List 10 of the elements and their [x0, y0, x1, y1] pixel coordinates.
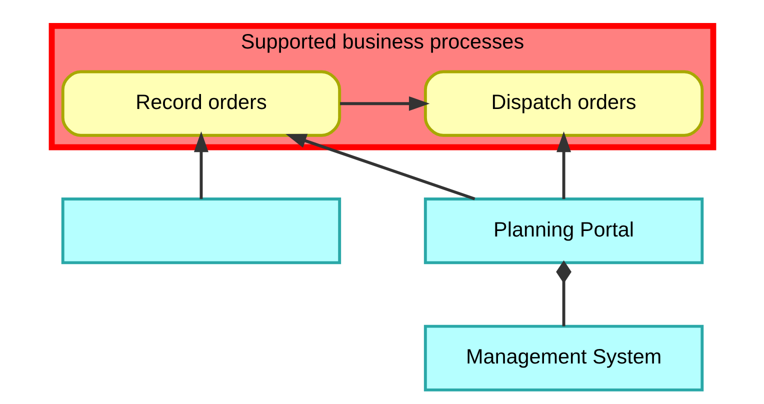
arrow: [556, 131, 571, 199]
arrow: [193, 131, 208, 199]
node-box: [60, 198, 341, 264]
node-box: Dispatch orders: [423, 70, 704, 137]
arrow: [285, 134, 475, 200]
node-box: Record orders: [60, 70, 341, 137]
node-box: Planning Portal: [423, 198, 704, 264]
node-box: Management System: [423, 324, 704, 392]
arrow: [340, 96, 430, 111]
connector: [556, 260, 571, 326]
